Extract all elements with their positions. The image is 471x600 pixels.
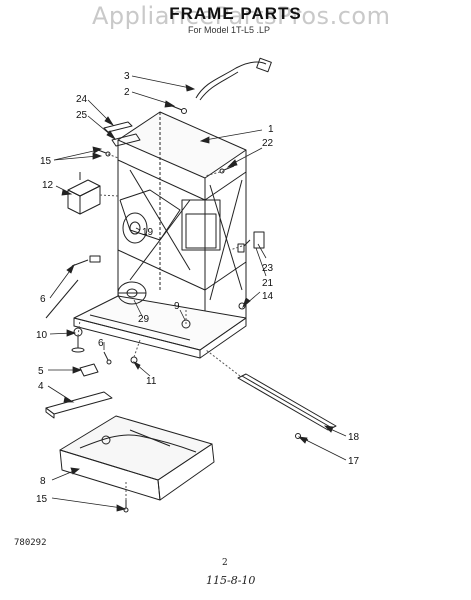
part-29-motor <box>117 281 147 305</box>
part-15-screw-lower <box>123 500 129 513</box>
explode-guide-lines <box>77 153 243 500</box>
callout-labels: 1 2 3 4 5 6 6 8 9 10 11 12 14 15 15 17 1… <box>36 71 360 505</box>
part-21-clip <box>237 231 265 253</box>
callout-9: 9 <box>174 301 180 312</box>
callout-3: 3 <box>124 71 130 82</box>
part-3-power-cord <box>195 57 272 101</box>
callout-17: 17 <box>348 456 360 467</box>
callout-21: 21 <box>262 278 274 289</box>
doc-code: 780292 <box>14 538 47 548</box>
callout-5: 5 <box>38 366 44 377</box>
page-number: 2 <box>222 558 228 568</box>
callout-18: 18 <box>348 432 360 443</box>
part-10-leveling-leg <box>71 327 85 353</box>
date-code: 115-8-10 <box>206 574 256 587</box>
callout-24: 24 <box>76 94 88 105</box>
part-19-motor <box>122 212 148 244</box>
callout-15a: 15 <box>40 156 52 167</box>
callout-4: 4 <box>38 381 44 392</box>
part-2-screw <box>171 105 187 114</box>
part-6-screw-lower <box>103 351 112 365</box>
part-14-nut <box>238 302 246 310</box>
part-5-clip <box>79 363 99 377</box>
callout-14: 14 <box>262 291 274 302</box>
part-15-screw-upper <box>97 149 111 157</box>
callout-2: 2 <box>124 87 130 98</box>
leader-lines <box>47 75 347 512</box>
part-8-base-pan <box>59 415 215 501</box>
callout-22: 22 <box>262 138 274 149</box>
callout-6b: 6 <box>98 338 104 349</box>
model-subtitle: For Model 1T-L5 .LP <box>188 25 271 35</box>
part-12-box <box>67 172 101 215</box>
callout-10: 10 <box>36 330 48 341</box>
callout-11: 11 <box>146 376 157 387</box>
callout-6a: 6 <box>40 294 46 305</box>
callout-15b: 15 <box>36 494 48 505</box>
callout-25: 25 <box>76 110 88 121</box>
callout-29: 29 <box>138 314 150 325</box>
diagram-title: FRAME PARTS <box>169 4 302 23</box>
watermark: AppliancePartsPros.com <box>92 2 391 30</box>
callout-19: 19 <box>142 227 154 238</box>
callout-1: 1 <box>268 124 274 135</box>
callout-8: 8 <box>40 476 46 487</box>
part-6-bracket-upper <box>45 255 101 319</box>
part-22-screw <box>219 165 235 174</box>
part-4-strip <box>45 391 113 419</box>
base-tray <box>73 295 247 359</box>
callout-12: 12 <box>42 180 54 191</box>
callout-23: 23 <box>262 263 274 274</box>
part-24-bracket <box>103 121 141 147</box>
part-18-rail <box>237 373 337 431</box>
